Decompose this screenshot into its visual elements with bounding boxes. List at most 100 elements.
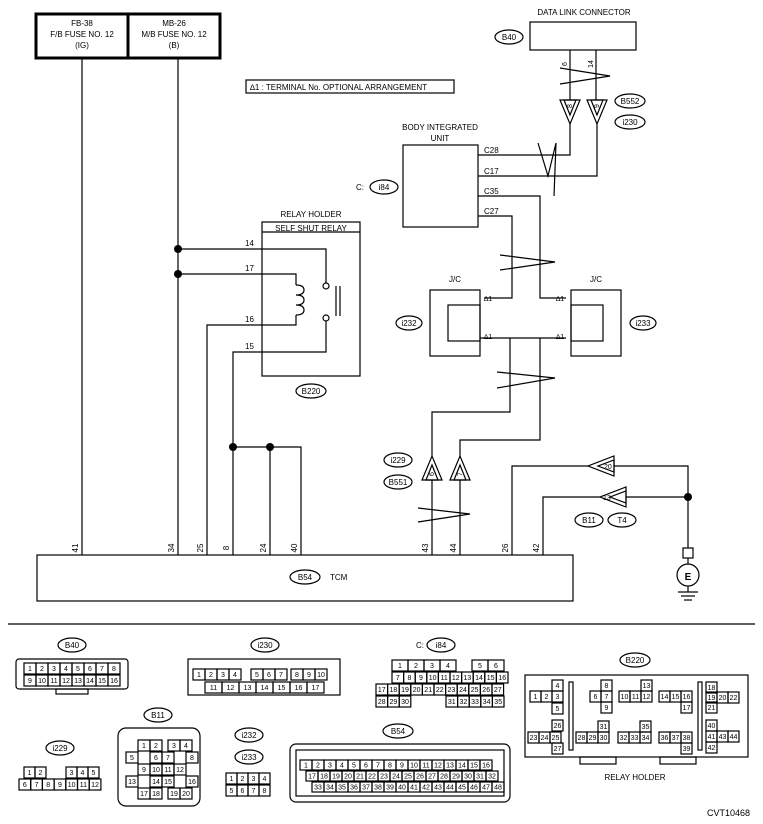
i84-pin-10: 10 — [429, 675, 437, 682]
b11-pin-19: 19 — [170, 791, 178, 798]
b220-pin-27-cell — [551, 742, 564, 755]
b54-pin-32: 32 — [488, 774, 496, 781]
biu-pin-c17: C17 — [484, 167, 499, 176]
i84-pin-32: 32 — [460, 699, 468, 706]
b54-pin-27: 27 — [428, 774, 436, 781]
b40-pin-11: 11 — [50, 678, 57, 685]
b54-pin-44: 44 — [446, 785, 454, 792]
b54-pin-3: 3 — [328, 763, 332, 770]
b11-pin-11: 11 — [164, 767, 171, 774]
i84-pin-1: 1 — [398, 663, 402, 670]
b40-pin-14: 14 — [86, 678, 94, 685]
b11-pin-20: 20 — [182, 791, 190, 798]
conn-i230-code: i230 — [257, 641, 273, 650]
i229-pin-10: 10 — [68, 782, 76, 789]
relay-connector-code: B220 — [302, 387, 321, 396]
b54-pin-6: 6 — [364, 763, 368, 770]
ground-code-t4: T4 — [617, 516, 627, 525]
relay-pin-16: 16 — [245, 315, 254, 324]
b40-pin-7: 7 — [100, 666, 104, 673]
b220-pin-4-cell — [551, 679, 564, 692]
b220-pin-32: 32 — [620, 735, 628, 742]
i84-pin-35: 35 — [494, 699, 502, 706]
dlc-title: DATA LINK CONNECTOR — [537, 8, 631, 17]
tcm-pin-26: 26 — [501, 543, 510, 552]
b220-pin-10: 10 — [621, 694, 629, 701]
b220-pin-2: 2 — [545, 694, 549, 701]
b220-pin-4: 4 — [556, 683, 560, 690]
b54-pin-16: 16 — [482, 763, 490, 770]
i84-pin-27: 27 — [494, 687, 502, 694]
b54-pin-35: 35 — [338, 785, 346, 792]
conn-b11-code: B11 — [151, 711, 165, 720]
ground-code-b11: B11 — [582, 516, 596, 525]
b220-pin-34: 34 — [642, 735, 650, 742]
b220-pin-43: 43 — [719, 734, 727, 741]
b220-pin-29: 29 — [589, 735, 597, 742]
i84-pin-4: 4 — [446, 663, 450, 670]
b220-pin-23: 23 — [530, 735, 538, 742]
conn-b40-code: B40 — [65, 641, 80, 650]
i84-pin-14: 14 — [475, 675, 483, 682]
conn-b54-code: B54 — [391, 727, 406, 736]
jc-pin-9: 9 — [594, 104, 601, 108]
relay-holder-title: RELAY HOLDER — [280, 210, 341, 219]
b40-pin-3: 3 — [52, 666, 56, 673]
b40-pin-6: 6 — [88, 666, 92, 673]
b220-pin-8-cell — [600, 679, 613, 692]
b54-pin-14: 14 — [458, 763, 466, 770]
ground-pin-20: 20 — [604, 464, 612, 471]
b54-pin-39: 39 — [386, 785, 394, 792]
jc-i232: J/C ∆1 ∆1 i232 — [395, 275, 492, 357]
b54-pin-33: 33 — [314, 785, 322, 792]
b220-pin-5-cell — [551, 702, 564, 715]
b220-pin-5: 5 — [556, 706, 560, 713]
b54-pin-40: 40 — [398, 785, 406, 792]
b54-pin-8: 8 — [388, 763, 392, 770]
b11-pin-14: 14 — [152, 779, 160, 786]
i84-pin-9: 9 — [419, 675, 423, 682]
b54-pin-37: 37 — [362, 785, 370, 792]
i233-pin-3: 3 — [252, 776, 256, 783]
fuse-mb26-type: (B) — [169, 41, 180, 50]
b11-pin-12-cell — [173, 763, 187, 776]
tcm-pin-34: 34 — [167, 543, 176, 552]
triangle-connector-b552: 8 9 B552 i230 — [559, 93, 646, 130]
jc-i232-label: J/C — [449, 275, 461, 284]
b220-pin-21: 21 — [708, 705, 716, 712]
i229-pin-5-cell — [87, 766, 100, 779]
body-integrated-unit: BODY INTEGRATED UNIT C28 C17 C35 C27 C: … — [356, 123, 499, 228]
relay-name: SELF SHUT RELAY — [275, 224, 347, 233]
b11-pin-13-cell — [125, 775, 139, 788]
i229-pin-2-cell — [34, 766, 47, 779]
tcm-label: TCM — [330, 573, 348, 582]
b11-pin-3: 3 — [172, 743, 176, 750]
tcm-pin-25: 25 — [196, 543, 205, 552]
i84-pin-11: 11 — [441, 675, 448, 682]
b220-pin-16: 16 — [683, 694, 691, 701]
i233-pin-6: 6 — [241, 788, 245, 795]
biu-pin-c28: C28 — [484, 146, 499, 155]
jc-i233-label: J/C — [590, 275, 602, 284]
b220-pin-38: 38 — [683, 735, 691, 742]
i229-pin-11: 11 — [80, 782, 87, 789]
i84-pin-27-cell — [491, 683, 505, 696]
i84-pin-12: 12 — [452, 675, 460, 682]
b54-pin-21: 21 — [356, 774, 364, 781]
i84-pin-33: 33 — [471, 699, 479, 706]
i84-pin-28: 28 — [378, 699, 386, 706]
b11-pin-12: 12 — [176, 767, 184, 774]
fuse-fb38-name: F/B FUSE NO. 12 — [50, 30, 114, 39]
i229-pin-2: 2 — [39, 770, 43, 777]
b54-pin-36: 36 — [350, 785, 358, 792]
b11-pin-5-cell — [125, 751, 139, 764]
b40-pin-13: 13 — [74, 678, 82, 685]
i229-pin-3: 3 — [70, 770, 74, 777]
b11-pin-4: 4 — [184, 743, 188, 750]
b220-pin-42: 42 — [708, 745, 716, 752]
b220-pin-42-cell — [705, 741, 718, 754]
